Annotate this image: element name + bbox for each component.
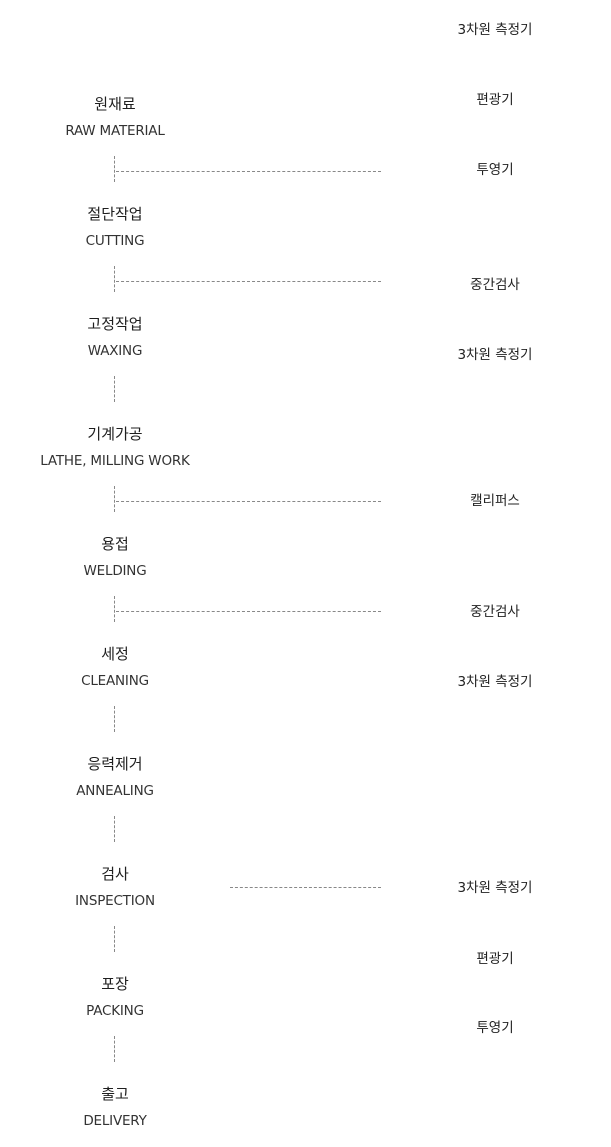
step-label-en: CLEANING — [81, 673, 149, 689]
step-label-ko: 검사 — [101, 865, 129, 883]
tool-profile-projector: 투영기 — [476, 162, 514, 178]
step-label-ko: 고정작업 — [87, 315, 143, 333]
process-step-delivery: 출고 DELIVERY — [0, 1084, 230, 1130]
process-step-packing: 포장 PACKING — [0, 974, 230, 1020]
step-label-ko: 출고 — [101, 1085, 129, 1103]
process-step-inspection: 검사 INSPECTION — [0, 864, 230, 910]
step-label-ko: 포장 — [101, 975, 129, 993]
step-label-ko: 용접 — [101, 535, 129, 553]
flow-connector — [114, 156, 115, 182]
process-step-cutting: 절단작업 CUTTING — [0, 204, 230, 250]
process-step-annealing: 응력제거 ANNEALING — [0, 754, 230, 800]
tool-connector — [230, 887, 381, 888]
flow-connector — [114, 266, 115, 292]
process-step-cleaning: 세정 CLEANING — [0, 644, 230, 690]
step-label-en: WAXING — [87, 343, 143, 359]
step-label-en: RAW MATERIAL — [65, 123, 165, 139]
flow-connector — [114, 486, 115, 512]
step-label-en: LATHE, MILLING WORK — [40, 453, 190, 469]
tool-3d-cmm: 3차원 측정기 — [457, 674, 533, 690]
step-label-en: ANNEALING — [76, 783, 154, 799]
step-label-ko: 기계가공 — [87, 425, 143, 443]
tool-polariscope: 편광기 — [476, 92, 514, 108]
tool-intermediate-inspection: 중간검사 — [470, 277, 520, 293]
process-step-welding: 용접 WELDING — [0, 534, 230, 580]
tool-connector — [116, 171, 381, 172]
tool-3d-cmm: 3차원 측정기 — [457, 880, 533, 896]
flow-connector — [114, 706, 115, 732]
flow-connector — [114, 596, 115, 622]
step-label-ko: 원재료 — [94, 95, 136, 113]
flow-connector — [114, 376, 115, 402]
step-label-en: DELIVERY — [83, 1113, 147, 1129]
step-label-ko: 절단작업 — [87, 205, 143, 223]
tool-intermediate-inspection: 중간검사 — [470, 604, 520, 620]
process-step-waxing: 고정작업 WAXING — [0, 314, 230, 360]
flow-connector — [114, 816, 115, 842]
tool-3d-cmm: 3차원 측정기 — [457, 22, 533, 38]
tool-connector — [116, 501, 381, 502]
process-step-raw-material: 원재료 RAW MATERIAL — [0, 94, 230, 140]
flow-connector — [114, 926, 115, 952]
flow-connector — [114, 1036, 115, 1062]
tool-connector — [116, 281, 381, 282]
tool-3d-cmm: 3차원 측정기 — [457, 347, 533, 363]
step-label-en: INSPECTION — [75, 893, 155, 909]
tool-polariscope: 편광기 — [476, 951, 514, 967]
tool-calipers: 캘리퍼스 — [470, 493, 520, 509]
process-step-machining: 기계가공 LATHE, MILLING WORK — [0, 424, 230, 470]
step-label-en: WELDING — [83, 563, 147, 579]
tool-connector — [116, 611, 381, 612]
step-label-ko: 응력제거 — [87, 755, 143, 773]
step-label-ko: 세정 — [101, 645, 129, 663]
step-label-en: CUTTING — [85, 233, 145, 249]
step-label-en: PACKING — [86, 1003, 144, 1019]
tool-profile-projector: 투영기 — [476, 1020, 514, 1036]
